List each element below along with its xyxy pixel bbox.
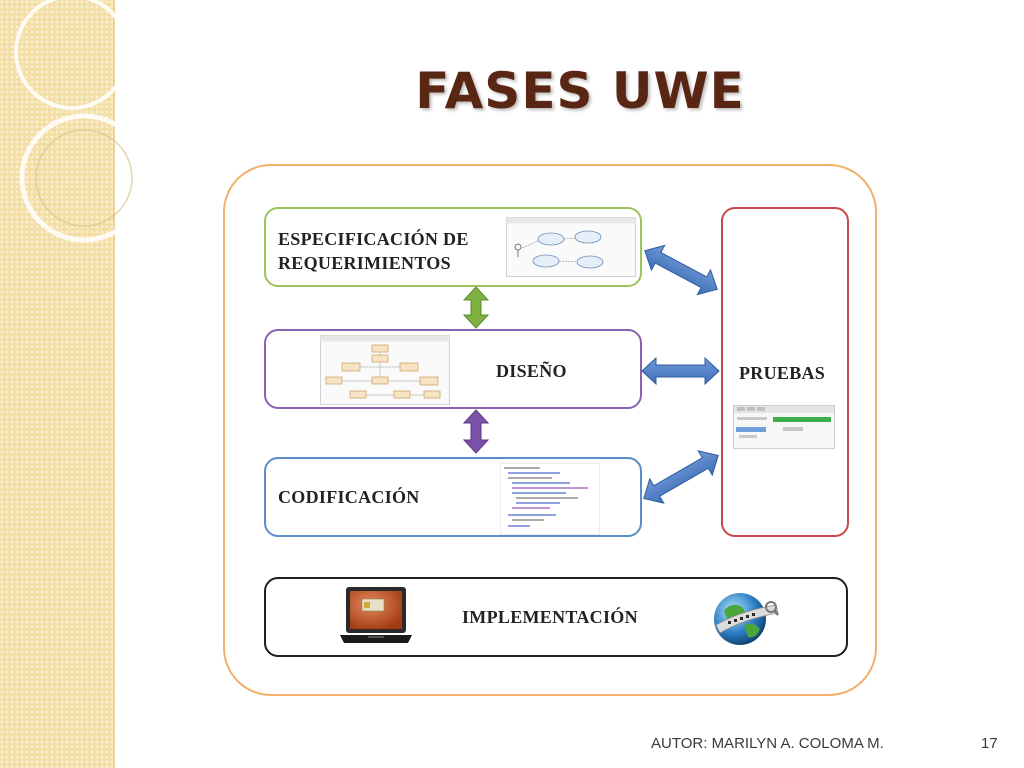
use-case-diagram-thumbnail [506,217,636,277]
phase-label-implementacion: IMPLEMENTACIÓN [462,607,638,627]
decorative-side-strip [0,0,115,768]
decorative-circles [14,0,149,243]
test-runner-thumbnail [733,405,835,449]
page-number: 17 [981,735,998,752]
slide-title: FASES UWE [415,62,745,120]
phase-codificacion: CODIFICACIÓN [264,457,642,537]
phase-label-pruebas: PRUEBAS [739,363,826,383]
phase-implementacion: IMPLEMENTACIÓN [264,577,848,657]
phase-pruebas: PRUEBAS [721,207,849,537]
code-listing-thumbnail [500,463,600,535]
class-diagram-thumbnail [320,335,450,405]
phase-requerimientos: ESPECIFICACIÓN DE REQUERIMIENTOS [264,207,642,287]
footer-author: AUTOR: MARILYN A. COLOMA M. [651,735,884,752]
www-globe-icon [714,593,779,645]
phase-label-diseno: DISEÑO [496,361,567,381]
phase-label-requerimientos: ESPECIFICACIÓN DE REQUERIMIENTOS [278,229,469,273]
phase-label-codificacion: CODIFICACIÓN [278,487,420,507]
laptop-icon [340,587,412,643]
phase-diseno: DISEÑO [264,329,642,409]
diagram-frame [223,164,877,696]
